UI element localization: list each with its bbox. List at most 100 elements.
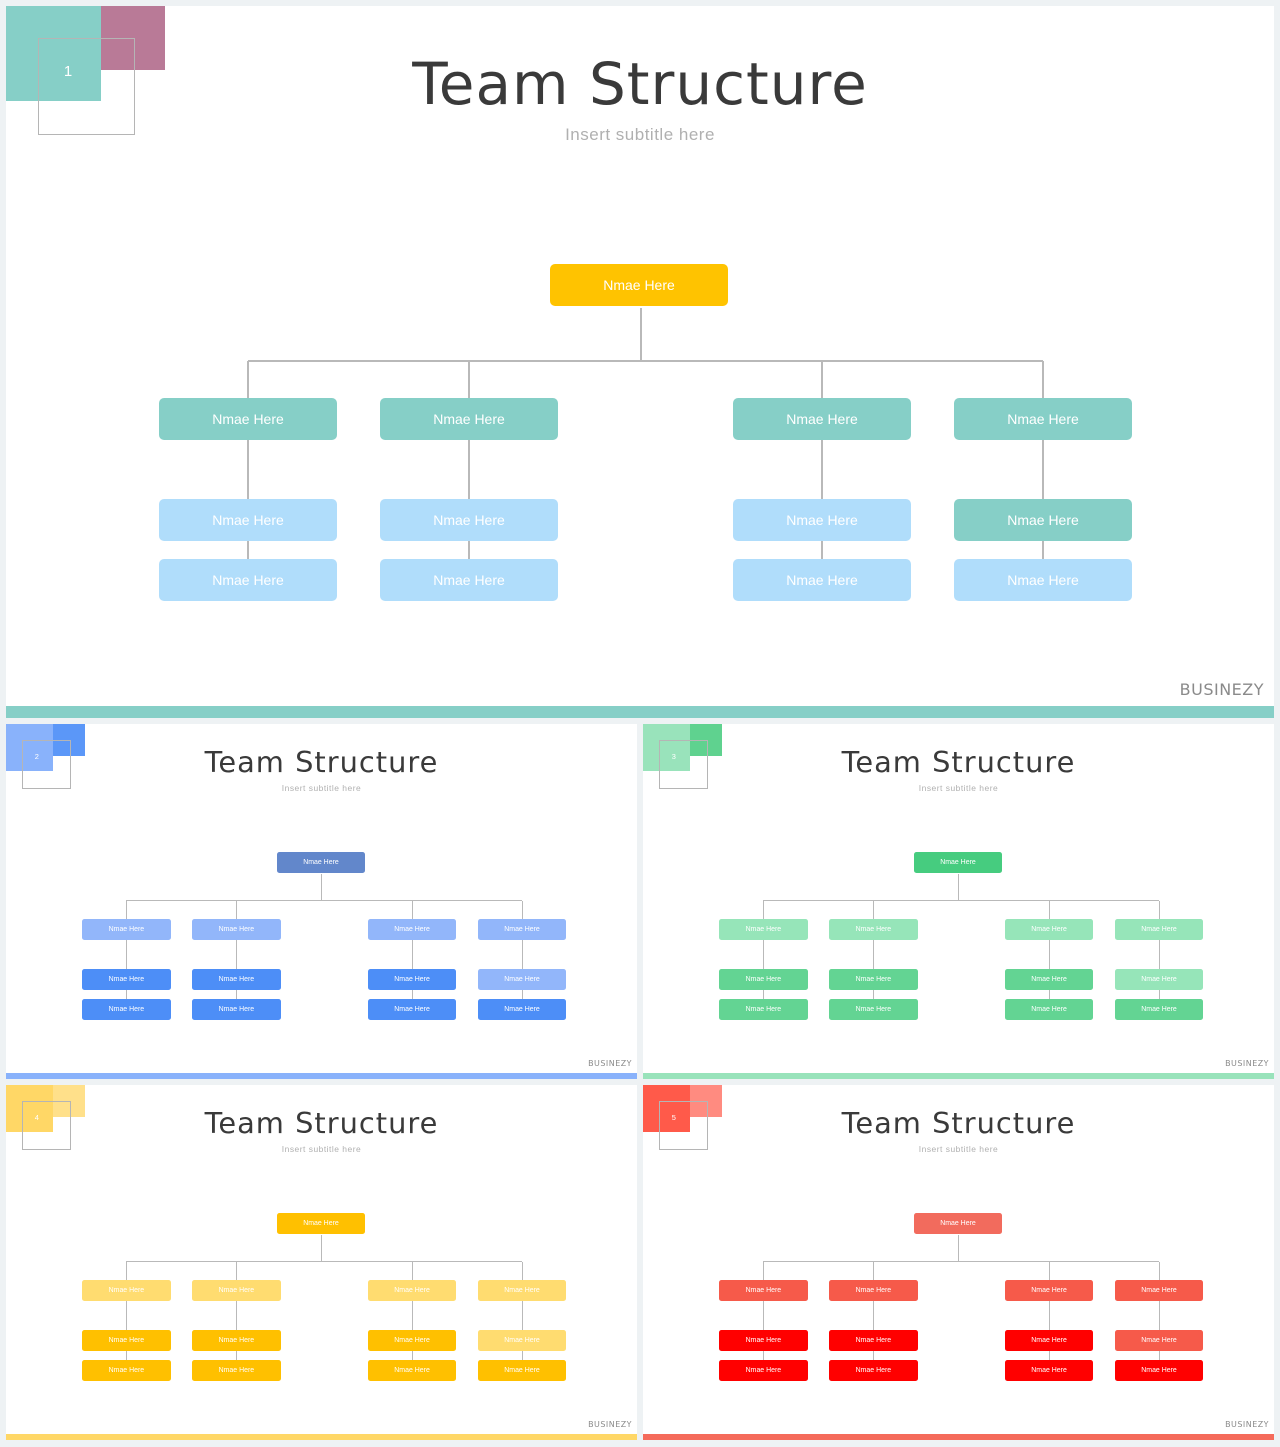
node-level2-1-2[interactable]: Nmae Here [82, 999, 171, 1021]
connector-level1-4 [1042, 361, 1044, 398]
node-level2-4-2[interactable]: Nmae Here [477, 1360, 567, 1382]
node-level1-1[interactable]: Nmae Here [719, 919, 808, 940]
node-level1-4[interactable]: Nmae Here [954, 398, 1132, 440]
node-level1-3[interactable]: Nmae Here [1004, 1280, 1094, 1301]
connector-level1-4 [521, 1261, 523, 1281]
node-level2-3-1[interactable]: Nmae Here [733, 499, 911, 541]
connector-level1-3 [411, 1261, 413, 1281]
node-level2-2-1[interactable]: Nmae Here [380, 499, 558, 541]
node-level2-3-1[interactable]: Nmae Here [367, 1330, 457, 1352]
node-level2-1-1[interactable]: Nmae Here [82, 1330, 171, 1352]
node-level2-3-2[interactable]: Nmae Here [1004, 1360, 1094, 1382]
connector-branch [126, 1261, 523, 1263]
node-level2-2-1[interactable]: Nmae Here [192, 969, 281, 991]
slide-title: Team Structure [412, 50, 868, 118]
node-level2-2-2[interactable]: Nmae Here [192, 1360, 281, 1382]
node-level2-4-2[interactable]: Nmae Here [477, 999, 567, 1021]
node-level2-4-1[interactable]: Nmae Here [954, 499, 1132, 541]
node-level2-4-1[interactable]: Nmae Here [477, 969, 567, 991]
node-root[interactable]: Nmae Here [913, 852, 1003, 874]
slide-footer-bar [6, 706, 1274, 718]
node-level1-4[interactable]: Nmae Here [1114, 1280, 1204, 1301]
node-level2-3-2[interactable]: Nmae Here [733, 559, 911, 601]
node-level1-1[interactable]: Nmae Here [159, 398, 337, 440]
node-level1-2[interactable]: Nmae Here [829, 919, 918, 940]
connector-level1-2 [468, 361, 470, 398]
node-level2-4-2[interactable]: Nmae Here [1114, 1360, 1204, 1382]
node-level1-2[interactable]: Nmae Here [192, 919, 281, 940]
slide-subtitle: Insert subtitle here [565, 125, 715, 144]
node-level2-1-1[interactable]: Nmae Here [82, 969, 171, 991]
node-level2-4-1[interactable]: Nmae Here [477, 1330, 567, 1352]
node-level2-3-1[interactable]: Nmae Here [1004, 1330, 1094, 1352]
connector-level1-3 [1048, 900, 1050, 920]
connector-level1-4 [1158, 1261, 1160, 1281]
node-level2-3-1[interactable]: Nmae Here [1004, 969, 1094, 991]
node-root[interactable]: Nmae Here [276, 1213, 366, 1235]
node-level1-4[interactable]: Nmae Here [477, 1280, 567, 1301]
decor-square-outline [658, 739, 709, 790]
node-level1-3[interactable]: Nmae Here [733, 398, 911, 440]
node-root[interactable]: Nmae Here [913, 1213, 1003, 1235]
slide-number: 3 [671, 751, 676, 761]
node-level1-2[interactable]: Nmae Here [829, 1280, 918, 1301]
node-level2-1-2[interactable]: Nmae Here [719, 1360, 808, 1382]
node-level2-1-1[interactable]: Nmae Here [159, 499, 337, 541]
connector-level1-3 [411, 900, 413, 920]
node-level2-4-2[interactable]: Nmae Here [1114, 999, 1204, 1021]
node-level1-1[interactable]: Nmae Here [82, 1280, 171, 1301]
node-level2-4-1[interactable]: Nmae Here [1114, 1330, 1204, 1352]
connector-root [958, 874, 960, 901]
slide-number: 4 [34, 1112, 39, 1122]
decor-square-outline [21, 1100, 72, 1151]
node-level2-3-2[interactable]: Nmae Here [1004, 999, 1094, 1021]
node-level2-2-1[interactable]: Nmae Here [829, 969, 918, 991]
slide-number: 5 [671, 1112, 676, 1122]
node-level2-4-2[interactable]: Nmae Here [954, 559, 1132, 601]
connector-level1-2 [235, 900, 237, 920]
node-level1-1[interactable]: Nmae Here [82, 919, 171, 940]
node-root[interactable]: Nmae Here [276, 852, 366, 874]
node-level1-2[interactable]: Nmae Here [192, 1280, 281, 1301]
node-level2-3-2[interactable]: Nmae Here [367, 1360, 457, 1382]
brand-logo: BUSINEZY [1225, 1420, 1270, 1430]
node-level2-3-1[interactable]: Nmae Here [367, 969, 457, 991]
node-level2-2-1[interactable]: Nmae Here [829, 1330, 918, 1352]
node-level1-2[interactable]: Nmae Here [380, 398, 558, 440]
slide-footer-bar [6, 1434, 637, 1440]
node-level2-1-2[interactable]: Nmae Here [159, 559, 337, 601]
slide-number: 1 [63, 63, 73, 80]
slide-footer-bar [643, 1073, 1274, 1079]
node-level2-2-2[interactable]: Nmae Here [829, 999, 918, 1021]
node-level2-4-1[interactable]: Nmae Here [1114, 969, 1204, 991]
connector-level1-4 [1158, 900, 1160, 920]
node-level1-3[interactable]: Nmae Here [367, 919, 457, 940]
node-level1-3[interactable]: Nmae Here [367, 1280, 457, 1301]
node-level2-1-1[interactable]: Nmae Here [719, 1330, 808, 1352]
node-level1-4[interactable]: Nmae Here [477, 919, 567, 940]
node-level1-1[interactable]: Nmae Here [719, 1280, 808, 1301]
node-level1-4[interactable]: Nmae Here [1114, 919, 1204, 940]
node-level2-1-2[interactable]: Nmae Here [719, 999, 808, 1021]
connector-branch [126, 900, 523, 902]
node-level2-2-1[interactable]: Nmae Here [192, 1330, 281, 1352]
connector-level1-1 [125, 900, 127, 920]
node-level2-2-2[interactable]: Nmae Here [829, 1360, 918, 1382]
decor-square-outline [21, 739, 72, 790]
connector-level1-2 [872, 1261, 874, 1281]
node-level2-1-1[interactable]: Nmae Here [719, 969, 808, 991]
connector-root [640, 308, 642, 361]
node-level2-1-2[interactable]: Nmae Here [82, 1360, 171, 1382]
slide-title: Team Structure [841, 1105, 1076, 1140]
connector-level1-3 [1048, 1261, 1050, 1281]
node-level2-2-2[interactable]: Nmae Here [192, 999, 281, 1021]
slide-subtitle: Insert subtitle here [281, 782, 362, 793]
node-level1-3[interactable]: Nmae Here [1004, 919, 1094, 940]
connector-branch [248, 360, 1043, 362]
node-level2-3-2[interactable]: Nmae Here [367, 999, 457, 1021]
connector-level1-1 [247, 361, 249, 398]
node-root[interactable]: Nmae Here [550, 264, 728, 306]
node-level2-2-2[interactable]: Nmae Here [380, 559, 558, 601]
